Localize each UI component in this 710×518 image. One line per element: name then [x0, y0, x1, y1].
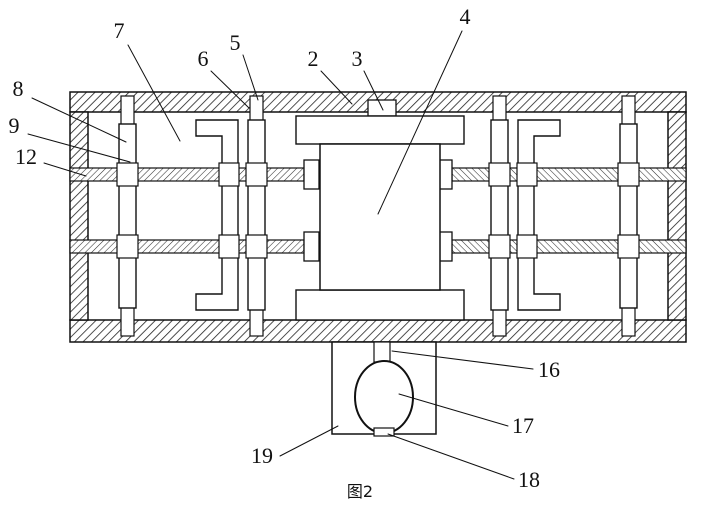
callout-label-4: 4: [460, 4, 471, 29]
callout-8: 8: [13, 76, 127, 143]
leader-line-8: [31, 97, 127, 143]
leader-line-18: [387, 433, 515, 480]
leader-line-16: [391, 350, 534, 370]
bottom-flange: [295, 289, 465, 321]
leader-line-17: [398, 393, 509, 427]
callout-19: 19: [251, 425, 339, 468]
callout-9: 9: [9, 113, 131, 163]
lower-assembly: [331, 341, 437, 437]
callout-label-18: 18: [518, 467, 540, 492]
callout-12: 12: [15, 144, 87, 177]
callout-label-8: 8: [13, 76, 24, 101]
housing-right-wall: [667, 111, 687, 321]
callout-label-9: 9: [9, 113, 20, 138]
callout-17: 17: [398, 393, 534, 438]
callouts: 7 5 6 2 3 4 8 9: [9, 4, 561, 492]
callout-18: 18: [387, 433, 540, 492]
callout-16: 16: [391, 350, 560, 382]
callout-3: 3: [352, 46, 384, 111]
callout-label-3: 3: [352, 46, 363, 71]
leader-line-4: [377, 30, 463, 215]
wheel-foot-block: [373, 427, 395, 437]
figure-caption: 图2: [347, 482, 373, 501]
callout-label-17: 17: [512, 413, 534, 438]
leader-line-7: [127, 44, 181, 142]
leader-line-5: [242, 54, 259, 101]
housing-left-wall: [69, 111, 89, 321]
callout-4: 4: [377, 4, 471, 215]
callout-2: 2: [308, 46, 353, 105]
leader-line-6: [210, 70, 250, 109]
callout-6: 6: [198, 46, 250, 109]
callout-5: 5: [230, 30, 259, 101]
leader-line-3: [363, 70, 384, 111]
central-assembly: [295, 99, 465, 321]
callout-label-12: 12: [15, 144, 37, 169]
leader-line-9: [27, 133, 131, 163]
callout-label-16: 16: [538, 357, 560, 382]
callout-7: 7: [114, 18, 181, 142]
top-flange: [295, 115, 465, 145]
central-block: [319, 143, 441, 291]
callout-label-6: 6: [198, 46, 209, 71]
callout-label-7: 7: [114, 18, 125, 43]
leader-line-19: [279, 425, 339, 457]
housing-bottom-wall: [69, 319, 687, 343]
leader-line-12: [43, 162, 87, 177]
eccentric-wheel: [354, 360, 414, 434]
callout-label-5: 5: [230, 30, 241, 55]
callout-label-2: 2: [308, 46, 319, 71]
callout-label-19: 19: [251, 443, 273, 468]
leader-line-2: [320, 70, 353, 105]
drive-shaft-stub: [373, 341, 391, 363]
